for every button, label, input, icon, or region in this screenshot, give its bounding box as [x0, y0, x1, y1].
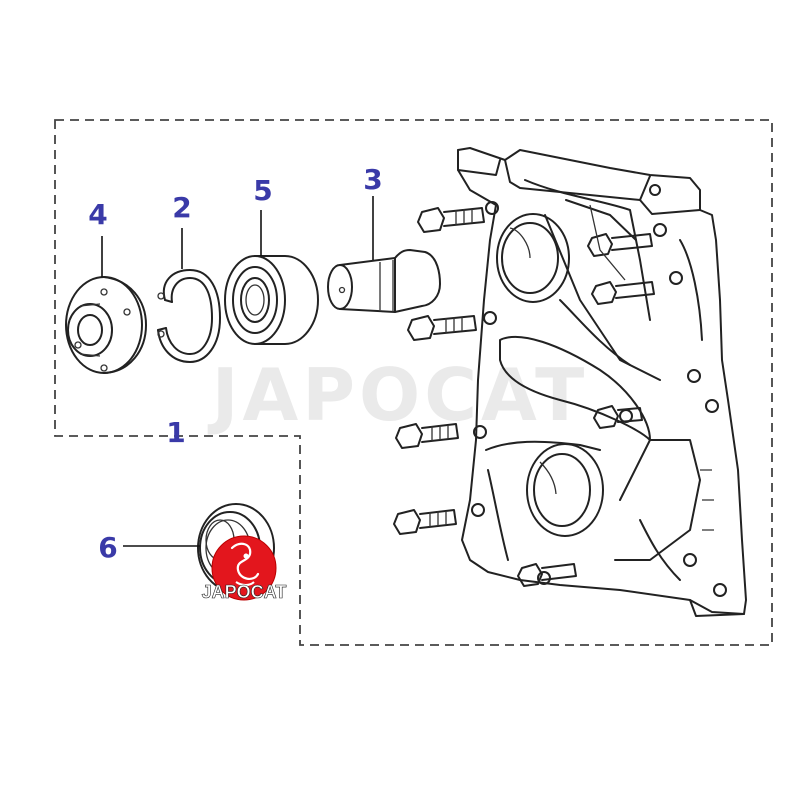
leader-lines: [101, 196, 374, 547]
logo-text: JAPOCAT: [202, 582, 287, 602]
callout-3: 3: [363, 163, 382, 196]
bolt-8: [517, 563, 577, 587]
bolt-2: [407, 315, 477, 341]
part-5-bearing: [224, 255, 319, 345]
bolt-6: [591, 281, 655, 305]
callout-2: 2: [172, 191, 191, 224]
kit-boundary-dashed: [54, 119, 773, 646]
part-1-timing-cover: [457, 147, 747, 617]
watermark-text: JAPOCAT: [207, 353, 589, 437]
bolt-1: [417, 207, 485, 233]
bolt-3: [395, 423, 459, 449]
bolt-7: [593, 405, 643, 429]
part-3-stub-shaft: [327, 249, 441, 313]
callout-5: 5: [253, 174, 272, 207]
part-2-circlip: [157, 269, 221, 363]
part-4-flange-hub: [65, 276, 147, 374]
callout-6: 6: [98, 531, 117, 564]
bolt-4: [393, 509, 457, 535]
callout-1: 1: [166, 416, 185, 449]
callout-4: 4: [88, 198, 107, 231]
japocat-logo-badge: JAPOCAT: [201, 535, 287, 602]
